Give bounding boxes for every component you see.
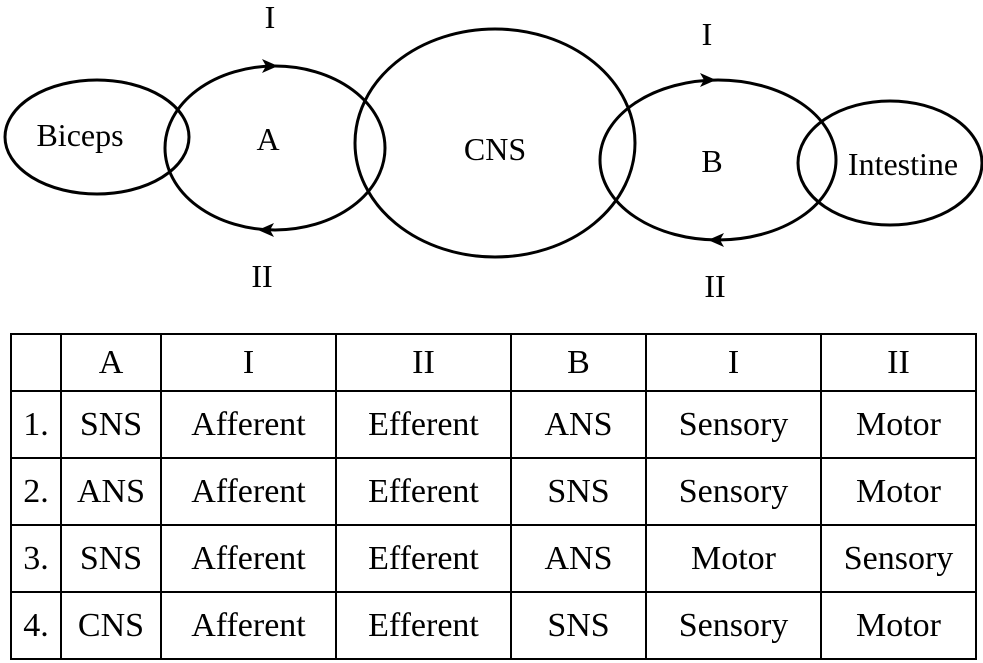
table-cell: 1. [10, 390, 62, 459]
header-cell: II [335, 333, 512, 392]
table-row: 2. ANS Afferent Efferent SNS Sensory Mot… [10, 457, 977, 526]
table-cell: Afferent [160, 524, 337, 593]
table-cell: SNS [510, 591, 647, 660]
table-cell: SNS [60, 390, 162, 459]
table-header-row: A I II B I II [10, 333, 977, 392]
table-cell: Afferent [160, 390, 337, 459]
header-cell: I [645, 333, 822, 392]
table-cell: ANS [60, 457, 162, 526]
arrow-right-icon [700, 73, 716, 87]
label-a-bottom: II [251, 258, 272, 294]
table-row: 4. CNS Afferent Efferent SNS Sensory Mot… [10, 591, 977, 660]
node-b: B [701, 143, 722, 179]
arrow-right-icon [262, 59, 278, 73]
table-cell: ANS [510, 524, 647, 593]
header-cell: II [820, 333, 977, 392]
table-cell: Afferent [160, 591, 337, 660]
biceps-ellipse [3, 78, 191, 196]
node-intestine: Intestine [848, 146, 958, 182]
cns-ellipse [353, 27, 637, 259]
arrow-left-icon [708, 233, 724, 247]
header-cell [10, 333, 62, 392]
header-cell: B [510, 333, 647, 392]
table-cell: Efferent [335, 390, 512, 459]
table-cell: CNS [60, 591, 162, 660]
table-cell: Efferent [335, 591, 512, 660]
node-biceps: Biceps [36, 117, 123, 153]
options-table: A I II B I II 1. SNS Afferent Efferent A… [10, 333, 977, 660]
node-cns: CNS [464, 131, 526, 167]
table-cell: SNS [60, 524, 162, 593]
table-cell: SNS [510, 457, 647, 526]
header-cell: A [60, 333, 162, 392]
node-a: A [256, 121, 279, 157]
table-cell: Efferent [335, 457, 512, 526]
table-row: 3. SNS Afferent Efferent ANS Motor Senso… [10, 524, 977, 593]
table-cell: 4. [10, 591, 62, 660]
table-cell: 2. [10, 457, 62, 526]
table-cell: Efferent [335, 524, 512, 593]
table-cell: Motor [820, 390, 977, 459]
arrow-left-icon [258, 223, 274, 237]
table-cell: Afferent [160, 457, 337, 526]
reflex-diagram: Biceps A CNS B Intestine I II I II [3, 0, 983, 304]
label-b-top: I [702, 16, 713, 52]
header-cell: I [160, 333, 337, 392]
table-cell: Sensory [645, 390, 822, 459]
table-cell: Sensory [645, 457, 822, 526]
intestine-ellipse [796, 99, 983, 227]
table-cell: Sensory [645, 591, 822, 660]
table-cell: Sensory [820, 524, 977, 593]
label-a-top: I [265, 0, 276, 35]
table-row: 1. SNS Afferent Efferent ANS Sensory Mot… [10, 390, 977, 459]
label-b-bottom: II [704, 268, 725, 304]
table-cell: 3. [10, 524, 62, 593]
table-cell: Motor [645, 524, 822, 593]
table-cell: Motor [820, 457, 977, 526]
table-cell: Motor [820, 591, 977, 660]
table-cell: ANS [510, 390, 647, 459]
